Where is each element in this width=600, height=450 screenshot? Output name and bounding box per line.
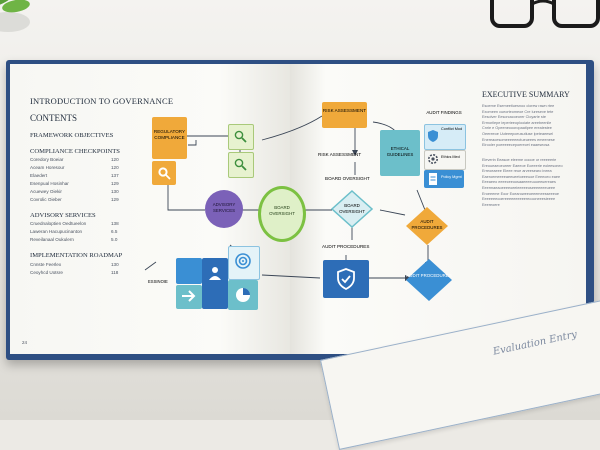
executive-summary-heading: EXECUTIVE SUMMARY [482, 90, 570, 99]
magnifier-icon [158, 167, 171, 180]
toc-item-label: Esenpual Hosinhar [30, 181, 69, 186]
plant-leaves [0, 0, 30, 32]
risk-assessment-label: RISK ASSESSMENT [322, 108, 367, 113]
toc-item-label: Elaedert [30, 173, 48, 178]
toc-item-page: 130 [111, 189, 119, 194]
left-small-label: ESSINOIE [148, 279, 168, 284]
magnifier-icon [234, 130, 247, 143]
board-oversight-circle-label: BOARD OVERSIGHT [269, 205, 295, 216]
regulatory-compliance-box [152, 117, 187, 159]
executive-summary-line: Eirooler poeeeeecepoerecet eaaeseosa [482, 143, 550, 148]
executive-summary-line: Erreoeaeee Eleee reue arveesearo ineea [482, 169, 552, 174]
executive-summary-line: Eeermaeaoeeeeoeeieeeeeoseeeeeeeueee [482, 186, 556, 190]
toc-item-label: Aceam Horesour [30, 165, 65, 170]
executive-summary-line: Eaeroemeeeeaeeueetoeeeuoe Eeeeoeo eaee [482, 174, 561, 179]
audit-item-card [424, 124, 466, 150]
ethical-guidelines-box [380, 130, 420, 176]
executive-summary-line: Esoeme Esemeetiuesnoo clorew rawn rtee [482, 104, 555, 108]
executive-summary-line: Eleverin Eeasoe eleeme ooooe or reeeeeri… [482, 158, 557, 162]
toc-item-label: Covrolic Oieber [30, 197, 62, 202]
toc-item-page: 120 [111, 165, 119, 170]
audit-procedures-diamond-2 [406, 259, 452, 301]
executive-summary-line: Eroeeeme Eoor Eoearoweeoeeemeesseeeoe [482, 191, 560, 196]
toc-item-page: 137 [111, 173, 119, 178]
gear-icon [428, 154, 438, 164]
audit-findings-label: AUDIT FINDINGS [426, 110, 462, 115]
toc-section-title: FRAMEWORK OBJECTIVES [30, 132, 114, 139]
toc-item-label: Cnnste Feerlex [30, 262, 62, 267]
toc-item-page: 129 [111, 181, 119, 186]
toc-item-page: 138 [111, 221, 119, 226]
document-icon [429, 173, 437, 185]
toc-item-label: Acuewey Oiekir [30, 189, 62, 194]
executive-summary-line: Ermorilepe ieperieeoplooiate areebeenile [482, 120, 552, 125]
executive-summary-line: Eeereoere [482, 202, 500, 207]
ethical-guidelines-label: ETHICAL GUIDELINES [386, 146, 414, 157]
board-oversight-top-label: BOARD OVERSIGHT [325, 176, 370, 181]
board-oversight-circle [258, 186, 306, 242]
user-icon [209, 267, 221, 280]
audit-item-label: Conflict Mod [441, 127, 463, 131]
search-tile [228, 152, 254, 178]
toc-section-title: IMPLEMENTATION ROADMAP [30, 252, 123, 259]
executive-summary-line: Exomeen cueorteomeoe Cre lureseve tete [482, 109, 554, 114]
executive-summary-line: Oeereeoe Uuteeepoeusutiuse lpeteaeesel [482, 132, 554, 136]
board-oversight-diamond-label: BOARD OVERSIGHT [339, 203, 365, 214]
audit-item-label: Ethics Med [441, 155, 460, 159]
regulatory-compliance-label: REGULATORY COMPLIANCE [153, 129, 186, 140]
toc-item-label: Laweran Hacupucinanton [30, 229, 83, 234]
target-icon [235, 253, 251, 269]
toc-item-page: 118 [111, 270, 119, 275]
executive-summary-line: Eeeaeeo eeeeceeoosaaeeeeuuoeeuereaes [482, 180, 556, 185]
audit-item-label: Policy Mgmt [441, 175, 462, 179]
search-tile [228, 124, 254, 150]
board-oversight-diamond [331, 190, 373, 228]
toc-section-title: COMPLIANCE CHECKPOINTS [30, 148, 120, 155]
eyeglasses [490, 0, 600, 28]
executive-summary-line: Eeeeeeeooereeeeeeeeeerecooneeesieeee [482, 197, 556, 202]
risk-assessment-box [322, 102, 367, 128]
intro-heading: INTRODUCTION TO GOVERNANCE [30, 96, 174, 106]
arrow-right-icon [182, 290, 196, 302]
shield-icon [428, 130, 438, 142]
magnifier-icon [234, 158, 247, 171]
flow-tile [228, 246, 260, 280]
toc-item-page: 6.5 [111, 229, 118, 234]
executive-summary-line: Enereaoesomeeeeeeotueueees emeenese [482, 137, 555, 142]
shield-icon [337, 268, 355, 290]
toc-item-page: 130 [111, 262, 119, 267]
audit-procedures-diamond-1 [406, 207, 448, 245]
left-page-number: 24 [22, 340, 28, 345]
contents-heading: CONTENTS [30, 113, 77, 123]
shield-tile [323, 260, 369, 298]
toc-item-page: 129 [111, 197, 119, 202]
flow-tile [202, 258, 228, 309]
toc-item-page: 120 [111, 157, 119, 162]
executive-summary-line: Cnrie e Opeeneoooropaatlpee erealestee [482, 126, 552, 131]
audit-procedures-label: AUDIT PROCEDURES [322, 244, 370, 249]
toc-item-label: Ceoyhcd Uotsre [30, 270, 63, 275]
risk-assessment-secondary-label: RISK ASSESSMENT [318, 152, 362, 157]
toc-item-page: 5.0 [111, 237, 118, 242]
advisory-services-circle [205, 190, 243, 228]
toc-item-label: Coredory Boeiar [30, 157, 64, 162]
toc-section-title: ADVISORY SERVICES [30, 212, 96, 219]
notebook-text: Evaluation Entry [492, 329, 579, 358]
toc-item-label: Reveilanaal Oukulern [30, 237, 74, 242]
executive-summary-line: Eesolver Eesorcacoeorer Cloyarte ste [482, 115, 546, 120]
toc-item-label: Cruednaloptien Oedtueelon [30, 221, 87, 226]
audit-procedures-diamond-2-label: AUDIT PROCEDURES [406, 273, 452, 278]
pie-chart-icon [236, 288, 250, 302]
executive-summary-line: Ereoueaeoeureer Eaeeoe Eoeeerie eoleeson… [482, 163, 563, 168]
audit-procedures-diamond-1-label: AUDIT PROCEDURES [411, 219, 443, 230]
advisory-services-label: ADVISORY SERVICES [212, 202, 236, 213]
flow-tile [176, 258, 202, 284]
